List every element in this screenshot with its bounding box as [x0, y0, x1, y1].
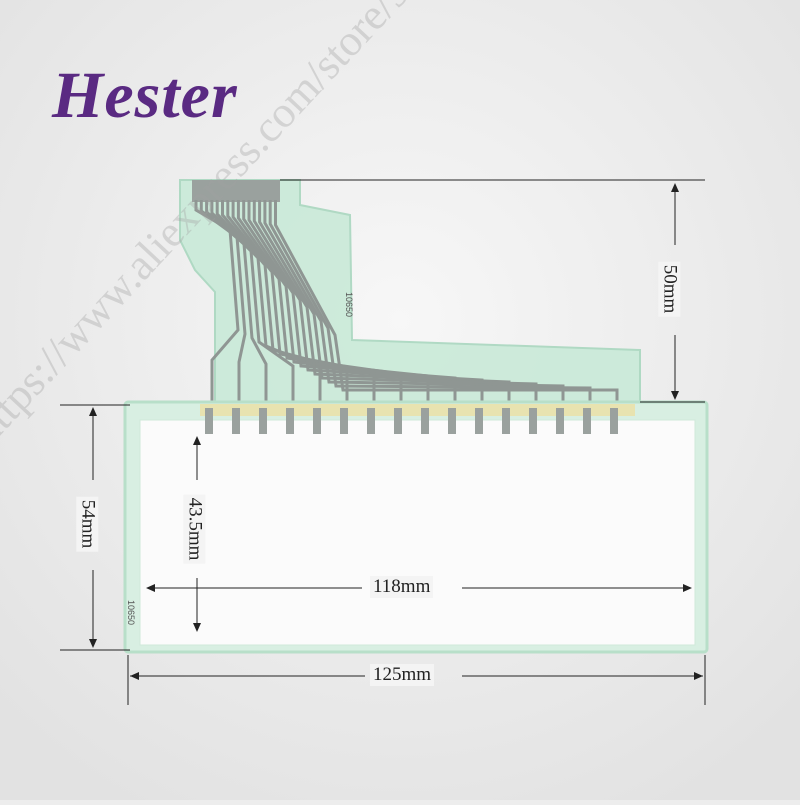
electrode-lead [205, 408, 213, 434]
tail-marking: 10650 [344, 292, 354, 317]
electrode-lead [313, 408, 321, 434]
electrode-lead [340, 408, 348, 434]
electrode-lead [421, 408, 429, 434]
flex-cable [179, 179, 641, 406]
flex-trace [274, 200, 619, 410]
flex-traces [194, 200, 619, 410]
electrode-lead [556, 408, 564, 434]
electrode-lead [475, 408, 483, 434]
electrode-lead [502, 408, 510, 434]
flex-connector-contacts [192, 180, 280, 202]
flex-trace [194, 200, 240, 410]
panel-adhesive-strip [200, 404, 635, 416]
electrode-lead [232, 408, 240, 434]
dim-active-width: 118mm [370, 576, 434, 598]
electrode-lead [286, 408, 294, 434]
dim-panel-height: 54mm [76, 496, 99, 552]
flex-trace [199, 200, 247, 410]
electrode-lead [583, 408, 591, 434]
flex-trace [210, 200, 295, 410]
dim-panel-width: 125mm [370, 664, 435, 686]
electrode-lead [259, 408, 267, 434]
dimension-arrowheads [89, 183, 703, 680]
flex-trace [205, 200, 268, 410]
electrode-lead [367, 408, 375, 434]
dimension-lines [60, 179, 706, 705]
panel-electrodes [205, 408, 618, 434]
panel-active-area [139, 419, 696, 646]
electrode-lead [610, 408, 618, 434]
electrode-lead [529, 408, 537, 434]
flex-trace [268, 200, 592, 410]
panel-marking: 10650 [126, 600, 136, 625]
dim-flex-height: 50mm [658, 261, 681, 317]
brand-logo: Hester [52, 59, 238, 132]
electrode-lead [448, 408, 456, 434]
electrode-lead [394, 408, 402, 434]
dim-active-height: 43.5mm [183, 494, 206, 564]
